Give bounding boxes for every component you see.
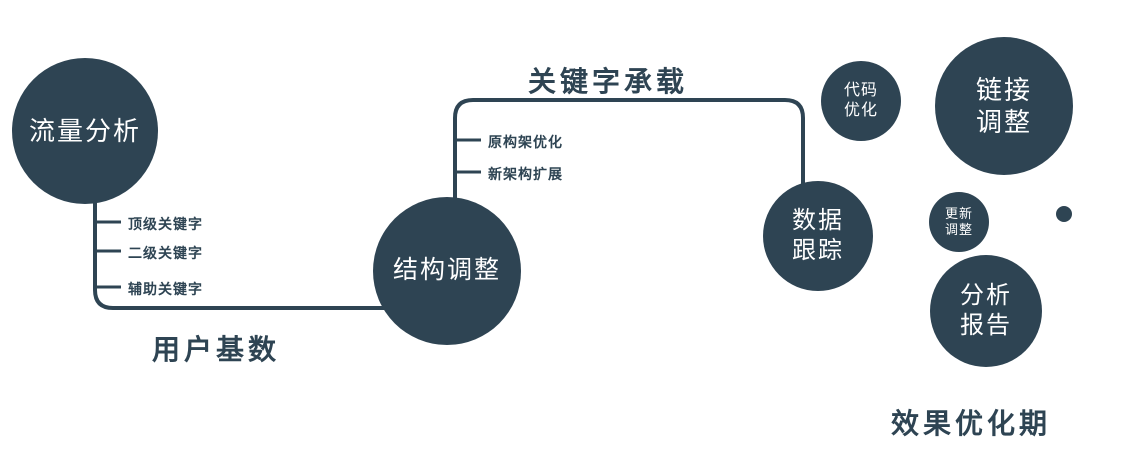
- node-analysis-report-line1: 分析: [960, 282, 1012, 309]
- node-traffic-analysis-label: 流量分析: [28, 115, 141, 146]
- bullet-dot: [1056, 206, 1072, 222]
- tick-label-top-keyword: 顶级关键字: [128, 216, 203, 232]
- tick-label-original-structure: 原构架优化: [488, 134, 563, 150]
- node-code-optimization: 代码 优化: [821, 61, 901, 141]
- node-data-tracking-line2: 跟踪: [792, 237, 844, 264]
- node-structure-adjustment: 结构调整: [373, 197, 521, 345]
- node-analysis-report-line2: 报告: [960, 312, 1012, 339]
- node-code-optimization-line1: 代码: [843, 82, 878, 99]
- connector-traffic-to-structure: [93, 198, 388, 310]
- node-link-adjustment: 链接 调整: [935, 37, 1073, 175]
- node-code-optimization-line2: 优化: [843, 102, 878, 119]
- tick-label-second-keyword: 二级关键字: [128, 245, 203, 261]
- node-link-adjustment-line1: 链接: [975, 74, 1032, 105]
- node-traffic-analysis: 流量分析: [12, 58, 158, 204]
- node-link-adjustment-line2: 调整: [975, 107, 1032, 137]
- node-data-tracking: 数据 跟踪: [763, 181, 873, 291]
- node-update-adjustment-line2: 调整: [944, 222, 973, 237]
- tick-label-aux-keyword: 辅助关键字: [128, 281, 203, 297]
- label-keyword-load: 关键字承载: [528, 66, 689, 97]
- node-analysis-report: 分析 报告: [930, 255, 1042, 367]
- node-update-adjustment-line1: 更新: [944, 205, 973, 221]
- node-data-tracking-line1: 数据: [792, 207, 844, 234]
- node-update-adjustment: 更新 调整: [929, 192, 989, 252]
- label-user-base: 用户基数: [152, 334, 281, 365]
- connector-structure-to-tracking: [453, 98, 805, 205]
- label-effect-optimization-period: 效果优化期: [891, 408, 1052, 439]
- node-structure-adjustment-label: 结构调整: [392, 256, 501, 285]
- tick-label-new-structure: 新架构扩展: [488, 166, 563, 182]
